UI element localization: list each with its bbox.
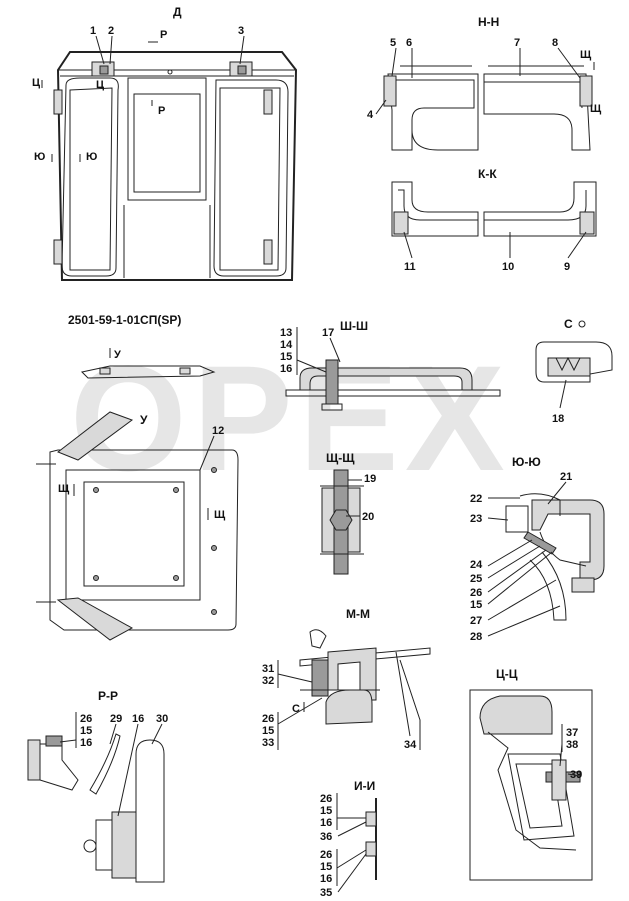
marker-sch-hh-bottom: Щ [590,103,602,115]
marker-yu-right: Ю [86,151,97,163]
view-mm-title: М-М [346,607,370,621]
view-s-title: С [564,317,573,331]
callout-10: 10 [502,261,514,273]
view-hh-title: Н-Н [478,15,499,29]
callout-8: 8 [552,37,558,49]
callout-14: 14 [280,339,293,351]
marker-s-mm: С [292,703,300,715]
callout-16-rr: 16 [80,737,92,749]
callout-13: 13 [280,327,292,339]
callout-16-ii: 16 [320,817,332,829]
marker-p-mid: Р [158,105,165,117]
view-yuyu-title: Ю-Ю [512,455,541,469]
document-code: 2501-59-1-01СП(SP) [68,313,181,327]
callout-30: 30 [156,713,168,725]
view-ii-title: И-И [354,779,375,793]
marker-sch-u-right: Щ [214,509,226,521]
callout-38: 38 [566,739,578,751]
watermark: OPEX [70,334,511,502]
marker-u: У [114,349,121,361]
callout-5: 5 [390,37,396,49]
callout-32: 32 [262,675,274,687]
view-kk-title: К-К [478,167,497,181]
view-hh: Н-Н 5 6 7 8 4 Щ Щ [367,15,602,151]
callout-15-mm: 15 [262,725,274,737]
callout-25: 25 [470,573,482,585]
callout-12: 12 [212,425,224,437]
callout-16-ii-b: 16 [320,873,332,885]
view-kk: К-К 11 10 9 [391,167,597,273]
view-u-title: У [140,413,148,427]
callout-26-ii: 26 [320,793,332,805]
callout-34: 34 [404,739,417,751]
view-tsts-title: Ц-Ц [496,667,518,681]
callout-24: 24 [470,559,483,571]
view-s: С 18 [535,317,613,425]
callout-19: 19 [364,473,376,485]
view-yuyu: Ю-Ю 21 22 23 24 25 26 15 27 28 [470,455,605,643]
view-schsch-title: Щ-Щ [326,451,355,465]
view-ii: И-И 26 15 16 36 26 15 16 35 [320,779,377,899]
callout-4: 4 [367,109,374,121]
callout-33: 33 [262,737,274,749]
callout-26-yuyu: 26 [470,587,482,599]
callout-18: 18 [552,413,564,425]
callout-15-yuyu: 15 [470,599,482,611]
callout-9: 9 [564,261,570,273]
callout-26-rr: 26 [80,713,92,725]
view-d: Д 1 2 3 Р Р Ц [32,5,298,281]
callout-6: 6 [406,37,412,49]
callout-20: 20 [362,511,374,523]
callout-1: 1 [90,25,96,37]
callout-15-ii: 15 [320,805,332,817]
marker-sch-hh-top: Щ [580,49,592,61]
callout-17: 17 [322,327,334,339]
callout-7: 7 [514,37,520,49]
view-shsh-title: Ш-Ш [340,319,368,333]
callout-26-mm: 26 [262,713,274,725]
view-schsch: Щ-Щ 19 20 [320,451,376,575]
callout-15-ii-b: 15 [320,861,332,873]
callout-15-rr: 15 [80,725,92,737]
view-shsh: Ш-Ш 13 14 15 16 17 [280,319,501,411]
callout-29: 29 [110,713,122,725]
callout-36: 36 [320,831,332,843]
view-rr: Р-Р 26 15 16 29 16 30 [27,689,168,883]
callout-3: 3 [238,25,244,37]
callout-23: 23 [470,513,482,525]
marker-yu-left: Ю [34,151,45,163]
callout-28: 28 [470,631,482,643]
callout-16-shsh: 16 [280,363,292,375]
marker-p-top: Р [160,29,167,41]
callout-21: 21 [560,471,572,483]
callout-35: 35 [320,887,332,899]
view-d-title: Д [173,5,182,19]
view-u: У У 12 Щ Щ [36,348,239,641]
callout-16-rr-b: 16 [132,713,144,725]
callout-27: 27 [470,615,482,627]
callout-2: 2 [108,25,114,37]
callout-15-shsh: 15 [280,351,292,363]
view-tsts: Ц-Ц 37 38 39 [469,667,593,881]
callout-22: 22 [470,493,482,505]
callout-37: 37 [566,727,578,739]
marker-sch-u-left: Щ [58,483,70,495]
callout-31: 31 [262,663,274,675]
callout-11: 11 [404,261,416,273]
view-rr-title: Р-Р [98,689,118,703]
marker-ts-right: Ц [96,79,104,91]
view-mm: М-М 31 32 26 15 33 С 34 [262,607,431,751]
callout-26-ii-b: 26 [320,849,332,861]
marker-ts-left: Ц [32,77,40,89]
